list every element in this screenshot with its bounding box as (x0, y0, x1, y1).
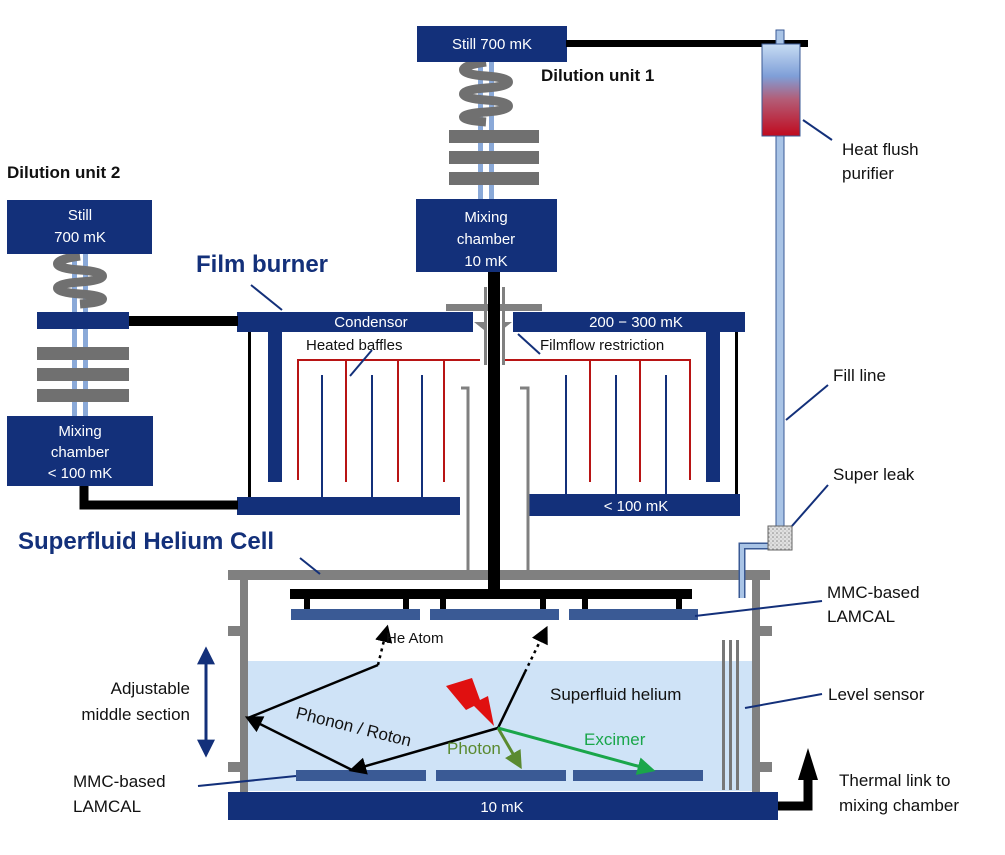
heated-baffles (297, 359, 691, 482)
link-bar (128, 316, 238, 326)
heat-flush-label-1: Heat flush (842, 140, 919, 159)
lightning-icon (446, 678, 494, 726)
condensor-plate (237, 312, 473, 332)
still-2-label-1: Still (68, 207, 92, 224)
temp-200-300-label: 200 − 300 mK (589, 314, 683, 331)
pump-line-right (520, 386, 530, 578)
still-1-box (417, 26, 567, 62)
mixing-1-label-1: Mixing (464, 209, 507, 226)
excimer-label: Excimer (584, 730, 646, 749)
adjustable-label-2: middle section (81, 705, 190, 724)
wall-flange (758, 762, 772, 772)
still-1-label: Still 700 mK (452, 36, 532, 53)
track-line (348, 726, 499, 775)
intermediate-plate (37, 312, 129, 329)
mixing-2-label-2: chamber (51, 444, 109, 461)
mmc-bottom-label-2: LAMCAL (73, 797, 141, 816)
condensor-label: Condensor (334, 314, 407, 331)
heat-flush-purifier (761, 43, 801, 137)
link-bar (79, 485, 238, 510)
mixing-1-label-3: 10 mK (464, 253, 507, 270)
film-burner (79, 270, 745, 590)
pump-line-left (461, 386, 470, 578)
wall-flange (228, 626, 242, 636)
film-burner-title: Film burner (196, 251, 328, 278)
adjustable-label-1: Adjustable (111, 679, 190, 698)
still-line (566, 40, 808, 47)
thermal-link-label-1: Thermal link to (839, 771, 950, 790)
thermal-link-label-2: mixing chamber (839, 796, 959, 815)
inner-wall (706, 330, 720, 482)
track-line (247, 663, 379, 720)
mmc-top-label-1: MMC-based (827, 583, 920, 602)
mixing-2-label-3: < 100 mK (48, 465, 113, 482)
frame-line (735, 330, 738, 498)
heat-flush-label-2: purifier (842, 164, 894, 183)
filmflow-label: Filmflow restriction (540, 337, 664, 354)
photon-track (496, 727, 522, 770)
thermal-link-bar (778, 778, 813, 811)
track-line (496, 671, 527, 729)
dilution-unit-2-label: Dilution unit 2 (7, 163, 120, 182)
mixing-chamber-2-box (7, 416, 153, 486)
superfluid-helium-label: Superfluid helium (550, 685, 681, 704)
heat-exchanger-tube (83, 252, 88, 416)
base-plate (228, 792, 778, 820)
mmc-top-label-2: LAMCAL (827, 607, 895, 626)
mmc-bottom-label-1: MMC-based (73, 772, 166, 791)
heat-exchanger-plates-2 (37, 347, 129, 402)
cell-wall-right (752, 578, 760, 792)
he-atom-label: He Atom (386, 630, 444, 647)
still-2-box (7, 200, 152, 254)
spring-coil-2 (53, 251, 107, 309)
pointer-lines (197, 119, 833, 787)
dilution-unit-2 (7, 200, 153, 486)
track-dotted (523, 625, 548, 673)
wall-flange (758, 626, 772, 636)
mixing-chamber-1-box (416, 199, 557, 272)
heat-exchanger-plates-1 (449, 130, 539, 185)
super-leak-label: Super leak (833, 465, 915, 484)
inner-wall (268, 330, 282, 482)
excimer-track (497, 726, 656, 775)
cold-plate-left (237, 497, 460, 515)
fill-line-elbow-inner (740, 544, 771, 598)
mixing-1-label-2: chamber (457, 231, 515, 248)
photon-label: Photon (447, 739, 501, 758)
level-sensor-label: Level sensor (828, 685, 925, 704)
spring-coil-1 (459, 57, 513, 127)
dilution-unit-1-label: Dilution unit 1 (541, 66, 654, 85)
cold-baffles (321, 375, 667, 497)
wall-flange (228, 762, 242, 772)
cold-plate-right (529, 494, 740, 516)
helium-cell (228, 570, 818, 820)
frame-line (248, 330, 251, 498)
capillary (484, 287, 487, 365)
lamcal-holder-bar (290, 589, 692, 599)
particle-tracks (244, 624, 656, 775)
central-rod (488, 270, 500, 590)
cell-wall-left (240, 578, 248, 792)
level-sensor (722, 640, 739, 790)
heated-baffles-label: Heated baffles (306, 337, 402, 354)
lamcal-bottom-detectors (296, 770, 703, 781)
track-line (244, 716, 353, 772)
warm-plate (513, 312, 745, 332)
super-leak-block (767, 525, 793, 551)
thermal-link-arrow-icon (798, 748, 818, 780)
fill-line-label: Fill line (833, 366, 886, 385)
lamcal-holder-posts (304, 598, 682, 610)
fill-line-assembly (738, 29, 801, 598)
mixing-2-label-1: Mixing (58, 423, 101, 440)
dilution-unit-1 (416, 26, 808, 272)
capillary (502, 287, 505, 365)
lamcal-top-detectors (291, 609, 698, 620)
base-temp-label: 10 mK (480, 799, 523, 816)
temp-100-label: < 100 mK (604, 498, 669, 515)
heat-exchanger-tube (72, 252, 77, 416)
cell-title: Superfluid Helium Cell (18, 528, 274, 555)
still-2-label-2: 700 mK (54, 229, 106, 246)
